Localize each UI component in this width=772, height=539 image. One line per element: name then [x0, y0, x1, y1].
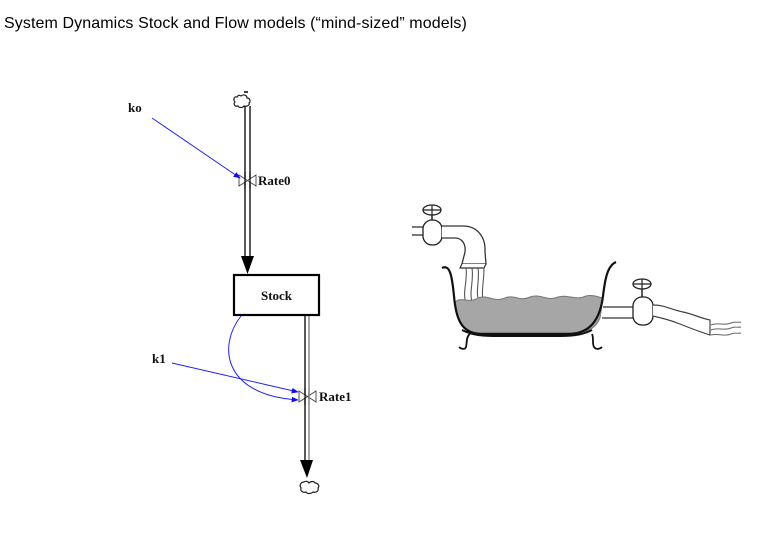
flow-label-rate0[interactable]: Rate0 — [258, 173, 291, 188]
bathtub-illustration — [412, 204, 742, 350]
drain-valve-icon — [632, 278, 654, 326]
aux-label-k1[interactable]: k1 — [152, 351, 166, 366]
aux-label-ko[interactable]: ko — [128, 100, 142, 115]
link-k1-to-rate1 — [171, 362, 299, 394]
inflow-arrowhead-icon — [241, 256, 254, 274]
source-cloud-icon — [233, 91, 251, 109]
page-title: System Dynamics Stock and Flow models (“… — [4, 15, 467, 32]
stock-label: Stock — [261, 288, 293, 303]
stock-box[interactable]: Stock — [232, 273, 321, 317]
flow-label-rate1[interactable]: Rate1 — [319, 389, 352, 404]
outflow-arrowhead-icon — [300, 460, 313, 478]
link-ko-to-rate0 — [151, 117, 241, 179]
faucet-icon — [412, 204, 487, 269]
valve-rate0-icon[interactable] — [238, 172, 257, 189]
sink-cloud-icon — [299, 480, 320, 495]
inflow-pipe-rate0 — [241, 106, 254, 274]
valve-rate1-icon[interactable] — [298, 388, 317, 405]
link-stock-to-rate1 — [228, 315, 299, 403]
